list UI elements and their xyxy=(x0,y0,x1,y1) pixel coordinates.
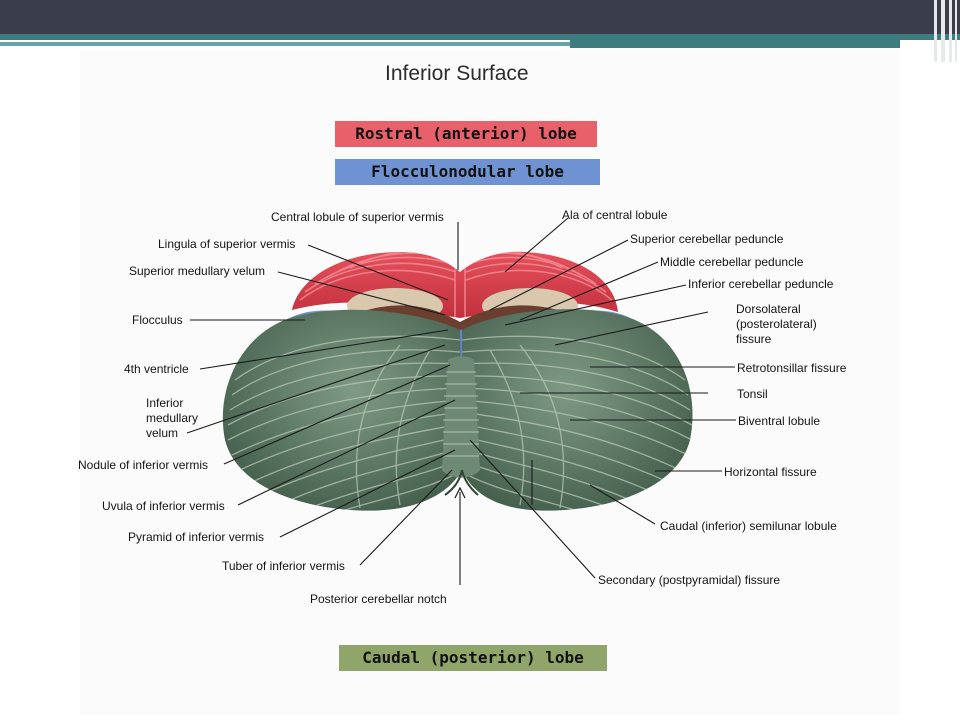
legend-caudal-lobe: Caudal (posterior) lobe xyxy=(339,645,607,671)
label-dorsolateral-fissure-2: (posterolateral) xyxy=(736,317,817,331)
label-tonsil: Tonsil xyxy=(737,387,768,401)
label-horizontal-fissure: Horizontal fissure xyxy=(724,465,817,479)
label-dorsolateral-fissure-1: Dorsolateral xyxy=(736,302,801,316)
label-biventral-lobule: Biventral lobule xyxy=(738,414,821,428)
label-superior-medullary-velum: Superior medullary velum xyxy=(129,264,266,278)
slide-top-bar xyxy=(0,0,960,34)
label-inferior-cerebellar-peduncle: Inferior cerebellar peduncle xyxy=(688,277,834,291)
label-retrotonsillar-fissure: Retrotonsillar fissure xyxy=(737,361,847,375)
label-uvula: Uvula of inferior vermis xyxy=(102,499,225,513)
label-caudal-semilunar-lobule: Caudal (inferior) semilunar lobule xyxy=(660,519,837,533)
inferior-vermis-shape xyxy=(442,356,480,478)
slide-corner-stripes xyxy=(932,0,960,62)
slide-accent-bar-light xyxy=(0,42,570,46)
label-posterior-cerebellar-notch: Posterior cerebellar notch xyxy=(310,592,447,606)
label-pyramid: Pyramid of inferior vermis xyxy=(128,530,265,544)
label-inferior-medullary-velum-2: medullary xyxy=(146,411,199,425)
label-fourth-ventricle: 4th ventricle xyxy=(124,362,189,376)
label-lingula: Lingula of superior vermis xyxy=(158,237,296,251)
label-tuber: Tuber of inferior vermis xyxy=(222,559,345,573)
leader-lines xyxy=(186,217,736,585)
legend-flocculonodular-lobe: Flocculonodular lobe xyxy=(335,159,600,185)
label-secondary-fissure: Secondary (postpyramidal) fissure xyxy=(598,573,781,587)
label-flocculus: Flocculus xyxy=(132,313,183,327)
slide-accent-bar-right xyxy=(570,40,900,48)
legend-rostral-lobe: Rostral (anterior) lobe xyxy=(335,121,597,147)
label-ala-central-lobule: Ala of central lobule xyxy=(562,208,668,222)
label-superior-cerebellar-peduncle: Superior cerebellar peduncle xyxy=(630,232,784,246)
label-central-lobule: Central lobule of superior vermis xyxy=(271,210,444,224)
label-inferior-medullary-velum-1: Inferior xyxy=(146,396,184,410)
label-middle-cerebellar-peduncle: Middle cerebellar peduncle xyxy=(660,255,804,269)
label-dorsolateral-fissure-3: fissure xyxy=(736,332,772,346)
figure-title: Inferior Surface xyxy=(385,62,529,85)
slide-accent-bar xyxy=(0,34,960,40)
label-nodule: Nodule of inferior vermis xyxy=(78,458,209,472)
label-inferior-medullary-velum-3: velum xyxy=(146,426,179,440)
right-hemisphere-shape xyxy=(462,309,693,511)
